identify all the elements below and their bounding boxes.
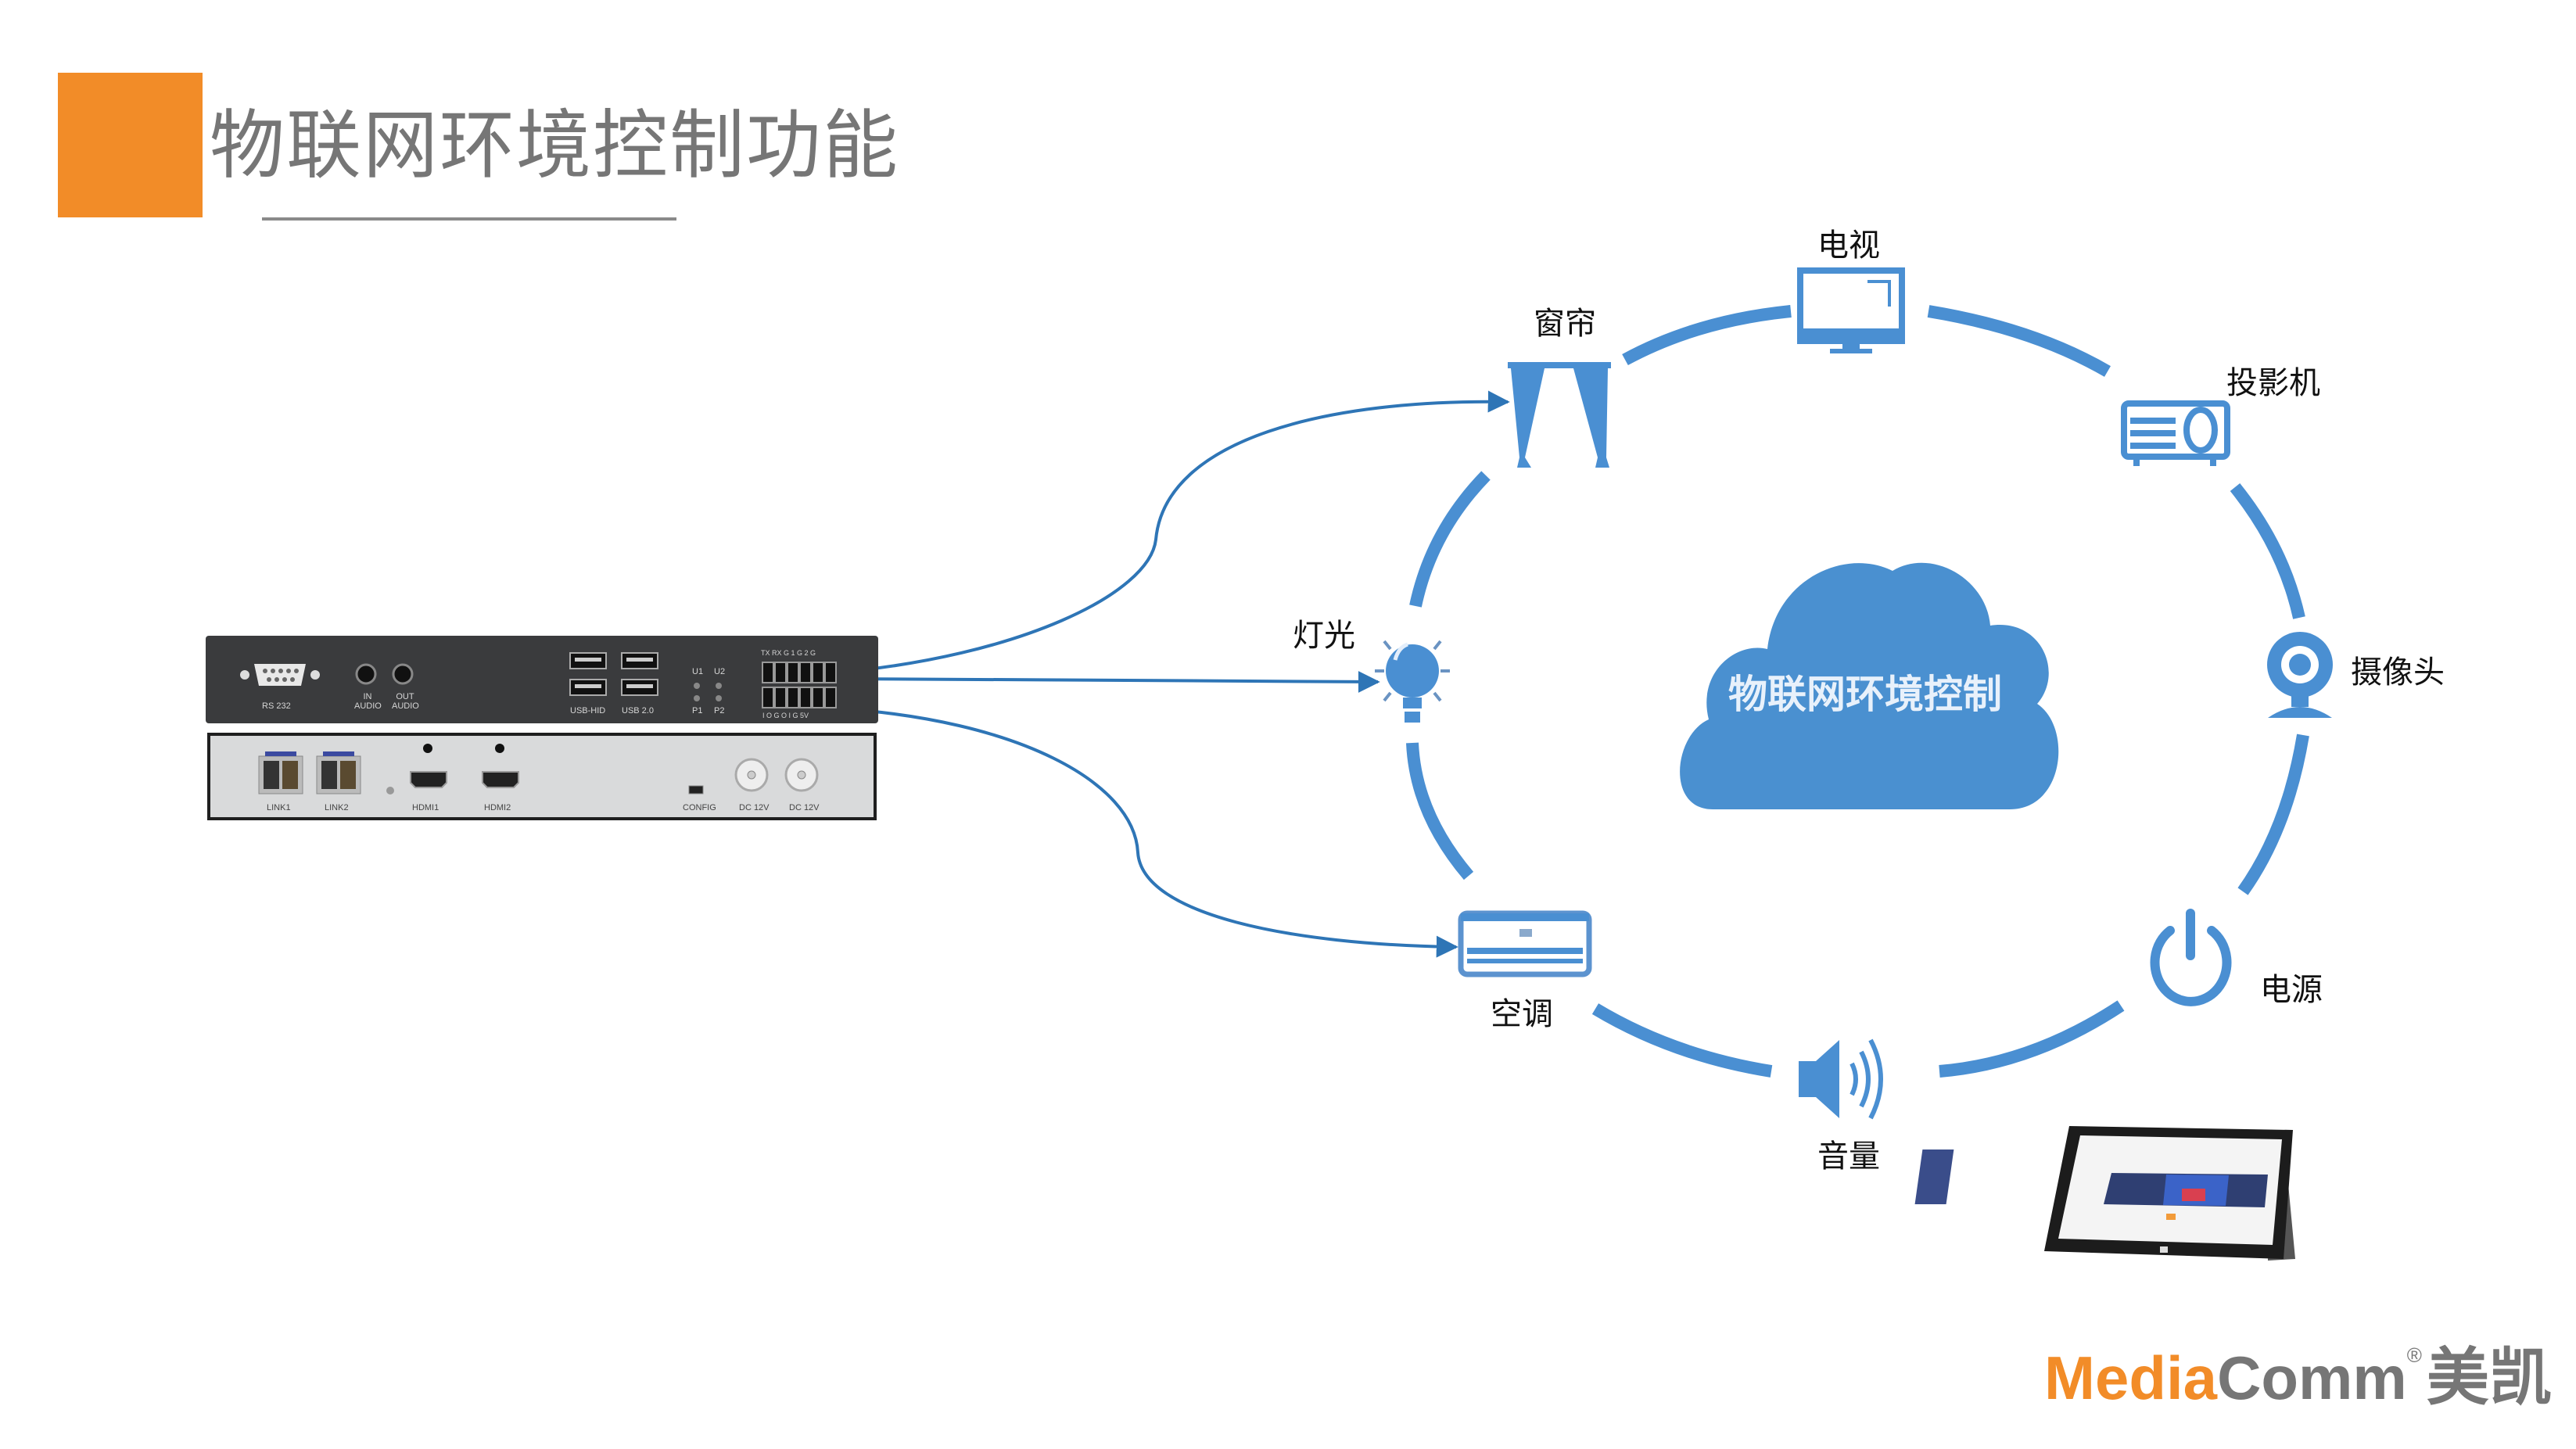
terminal-top-label: TX RX G 1 G 2 G bbox=[761, 649, 816, 657]
rs232-label: RS 232 bbox=[262, 701, 291, 711]
p2-label: P2 bbox=[714, 706, 725, 716]
logo-comm: Comm bbox=[2217, 1343, 2407, 1412]
ring-arcs bbox=[1406, 305, 2309, 1078]
title-accent-block bbox=[58, 73, 203, 217]
p1-label: P1 bbox=[692, 706, 703, 716]
u1-label: U1 bbox=[692, 667, 704, 676]
power-ports-icon bbox=[688, 758, 819, 794]
audio-in-label: IN AUDIO bbox=[354, 692, 382, 712]
usb2-label: USB 2.0 bbox=[622, 706, 654, 716]
label-ac: 空调 bbox=[1491, 996, 1553, 1032]
registered-mark: ® bbox=[2406, 1343, 2422, 1367]
ring-arc-camera-power bbox=[2237, 733, 2309, 895]
speaker-icon bbox=[1799, 1038, 1883, 1120]
label-projector: 投影机 bbox=[2226, 365, 2320, 401]
tablet-image bbox=[1914, 1126, 2295, 1261]
fiber-link-ports-icon bbox=[258, 751, 361, 794]
rs232-port-icon bbox=[240, 664, 320, 686]
audio-jacks-icon bbox=[355, 663, 414, 685]
curtain-icon bbox=[1508, 362, 1611, 468]
link1-label: LINK1 bbox=[267, 803, 291, 812]
ring-arc-curtain-tv bbox=[1622, 305, 1792, 366]
device-bottom-panel: LINK1 LINK2 HDMI1 HDMI2 CONFIG DC 12V DC… bbox=[207, 733, 877, 820]
power-icon bbox=[2150, 909, 2232, 1006]
ring-arc-power-volume bbox=[1939, 1000, 2125, 1078]
ring-arc-tv-projector bbox=[1927, 305, 2111, 377]
page-title: 物联网环境控制功能 bbox=[210, 102, 899, 189]
config-label: CONFIG bbox=[683, 803, 716, 812]
cloud-label: 物联网环境控制 bbox=[1728, 672, 2002, 717]
ring-arc-volume-ac bbox=[1591, 1003, 1773, 1078]
hdmi-ports-icon bbox=[386, 744, 519, 794]
tv-icon bbox=[1797, 267, 1905, 353]
connector-to-curtain bbox=[836, 390, 1510, 674]
dc1-label: DC 12V bbox=[739, 803, 770, 812]
hdmi2-label: HDMI2 bbox=[484, 803, 511, 812]
controller-device: RS 232 IN AUDIO OUT AUDIO USB-HID USB 2.… bbox=[206, 636, 878, 822]
logo-chinese: 美凯 bbox=[2426, 1343, 2552, 1412]
webcam-icon bbox=[2267, 632, 2333, 718]
link2-label: LINK2 bbox=[325, 803, 349, 812]
title-underline bbox=[262, 217, 676, 221]
status-leds-icon bbox=[694, 683, 722, 701]
air-conditioner-icon bbox=[1458, 910, 1592, 977]
mediacomm-logo: MediaComm®美凯 bbox=[2044, 1345, 2552, 1409]
connector-lines bbox=[828, 390, 1510, 958]
terminal-bottom-label: I O G O I G 5V bbox=[762, 712, 809, 719]
usb-hid-label: USB-HID bbox=[570, 706, 606, 716]
dc2-label: DC 12V bbox=[789, 803, 820, 812]
logo-media: Media bbox=[2044, 1343, 2218, 1412]
label-camera: 摄像头 bbox=[2351, 655, 2445, 690]
cloud-shape bbox=[1680, 562, 2059, 809]
label-curtain: 窗帘 bbox=[1534, 306, 1596, 342]
light-bulb-icon bbox=[1375, 640, 1450, 723]
label-tv: 电视 bbox=[1817, 228, 1880, 264]
label-volume: 音量 bbox=[1817, 1139, 1880, 1175]
ring-arc-light-curtain bbox=[1409, 471, 1491, 608]
hdmi1-label: HDMI1 bbox=[412, 803, 439, 812]
projector-icon bbox=[2121, 400, 2230, 466]
ring-arc-ac-light bbox=[1406, 742, 1474, 881]
connector-to-light bbox=[828, 670, 1380, 693]
ring-arc-projector-camera bbox=[2230, 482, 2305, 619]
usb-ports-icon bbox=[569, 652, 658, 696]
device-top-panel: RS 232 IN AUDIO OUT AUDIO USB-HID USB 2.… bbox=[206, 636, 878, 723]
connector-to-ac bbox=[836, 707, 1458, 958]
u2-label: U2 bbox=[714, 667, 726, 676]
label-power: 电源 bbox=[2260, 972, 2323, 1008]
label-light: 灯光 bbox=[1293, 618, 1355, 654]
audio-out-label: OUT AUDIO bbox=[392, 692, 419, 712]
terminal-blocks-icon bbox=[762, 662, 837, 708]
